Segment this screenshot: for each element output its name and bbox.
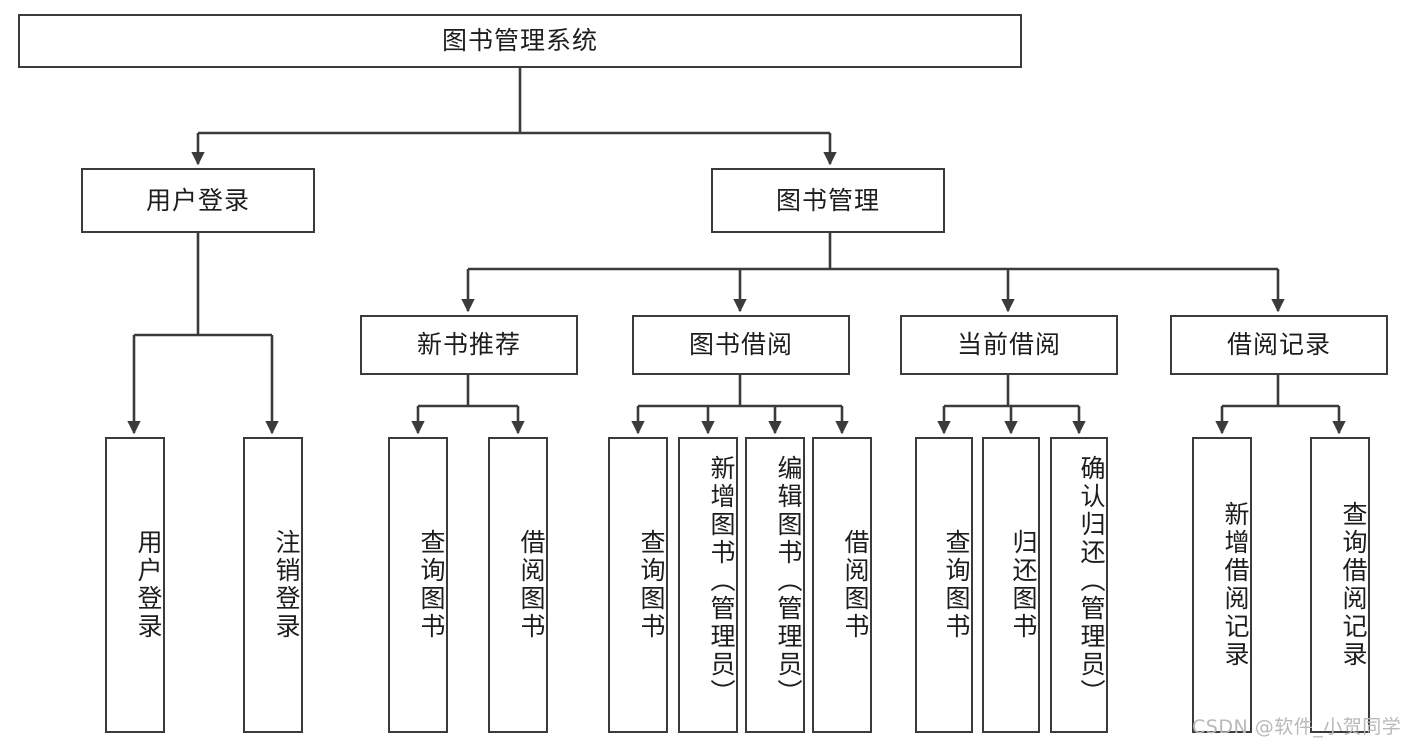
node-leaf-add-borrow-record[interactable]: 新增借阅记录	[1192, 437, 1252, 733]
node-leaf-query-book-borrow[interactable]: 查询图书	[608, 437, 668, 733]
node-leaf-return-book[interactable]: 归还图书	[982, 437, 1040, 733]
node-book-management[interactable]: 图书管理	[711, 168, 945, 233]
node-leaf-edit-book-admin[interactable]: 编辑图书（管理员）	[745, 437, 805, 733]
node-book-borrow[interactable]: 图书借阅	[632, 315, 850, 375]
node-leaf-user-login[interactable]: 用户登录	[105, 437, 165, 733]
node-leaf-logout[interactable]: 注销登录	[243, 437, 303, 733]
csdn-watermark: CSDN @软件_小贺同学	[1192, 716, 1402, 738]
node-leaf-borrow-book-recommend[interactable]: 借阅图书	[488, 437, 548, 733]
node-leaf-query-borrow-record[interactable]: 查询借阅记录	[1310, 437, 1370, 733]
node-leaf-confirm-return-admin[interactable]: 确认归还（管理员）	[1050, 437, 1108, 733]
node-leaf-query-book-recommend[interactable]: 查询图书	[388, 437, 448, 733]
node-leaf-borrow-book[interactable]: 借阅图书	[812, 437, 872, 733]
node-leaf-query-book-current[interactable]: 查询图书	[915, 437, 973, 733]
node-new-book-recommend[interactable]: 新书推荐	[360, 315, 578, 375]
node-user-login[interactable]: 用户登录	[81, 168, 315, 233]
node-current-borrow[interactable]: 当前借阅	[900, 315, 1118, 375]
node-leaf-add-book-admin[interactable]: 新增图书（管理员）	[678, 437, 738, 733]
node-root-book-management-system[interactable]: 图书管理系统	[18, 14, 1022, 68]
node-borrow-record[interactable]: 借阅记录	[1170, 315, 1388, 375]
